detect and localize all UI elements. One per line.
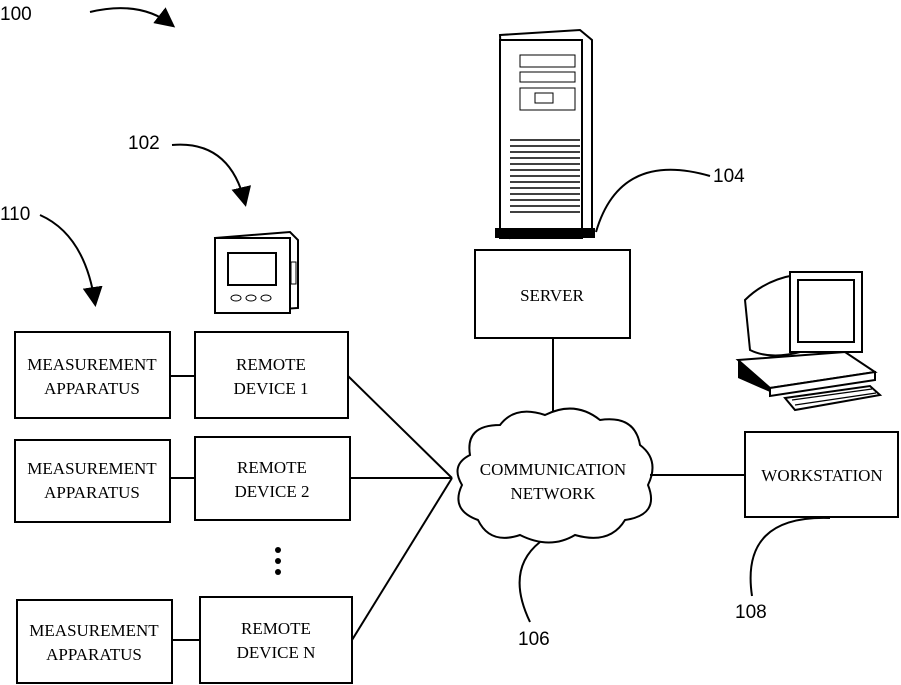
server-label: SERVER	[520, 286, 584, 305]
leader-104	[596, 170, 710, 232]
arrow-102	[172, 145, 245, 203]
measurement-apparatus-box	[15, 440, 170, 522]
server-tower-icon	[495, 30, 595, 238]
arrow-110	[40, 215, 95, 303]
remote-device-box	[200, 597, 352, 683]
remote-label: REMOTE	[236, 355, 306, 374]
remote-device-icon	[215, 232, 298, 313]
ref-110: 110	[0, 204, 30, 225]
measurement-label: MEASUREMENT	[29, 621, 159, 640]
remote-device-box	[195, 437, 350, 520]
network-label: COMMUNICATION	[480, 460, 626, 479]
network-label: NETWORK	[511, 484, 597, 503]
ref-108: 108	[735, 602, 767, 623]
remote-label: REMOTE	[237, 458, 307, 477]
remote-label: DEVICE N	[237, 643, 316, 662]
measurement-label: MEASUREMENT	[27, 355, 157, 374]
ref-102: 102	[128, 133, 160, 154]
remote-label: DEVICE 1	[233, 379, 308, 398]
measurement-label: APPARATUS	[44, 483, 140, 502]
remote-label: REMOTE	[241, 619, 311, 638]
leader-106	[520, 542, 540, 622]
workstation-label: WORKSTATION	[761, 466, 882, 485]
measurement-label: APPARATUS	[44, 379, 140, 398]
measurement-apparatus-box	[17, 600, 172, 683]
measurement-label: MEASUREMENT	[27, 459, 157, 478]
workstation-computer-icon	[738, 272, 880, 410]
row-2: MEASUREMENT APPARATUS REMOTE DEVICE 2	[15, 437, 452, 522]
measurement-apparatus-box	[15, 332, 170, 418]
remote-device-box	[195, 332, 348, 418]
measurement-label: APPARATUS	[46, 645, 142, 664]
leader-108	[751, 518, 830, 596]
ref-106: 106	[518, 629, 550, 650]
ref-100: 100	[0, 4, 32, 25]
arrow-100	[90, 8, 172, 25]
ref-104: 104	[713, 166, 745, 187]
remote-label: DEVICE 2	[234, 482, 309, 501]
ellipsis-dots	[275, 547, 281, 575]
